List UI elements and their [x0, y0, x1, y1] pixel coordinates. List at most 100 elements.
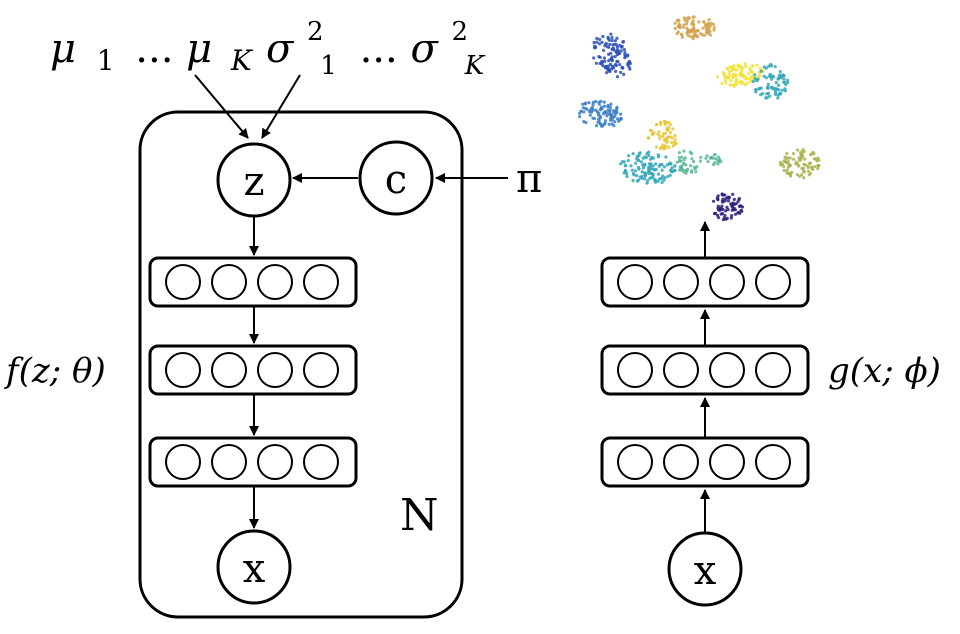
embedding-point: [771, 87, 775, 91]
embedding-point: [796, 162, 800, 166]
embedding-point: [713, 153, 717, 157]
neuron: [257, 264, 293, 300]
embedding-point: [782, 80, 786, 84]
embedding-point: [755, 63, 759, 67]
embedding-point: [595, 36, 599, 41]
embedding-point: [635, 174, 639, 178]
embedding-point: [636, 165, 641, 170]
embedding-point: [685, 26, 689, 30]
embedding-point: [598, 55, 602, 60]
embedding-point: [615, 53, 620, 57]
embedding-point: [724, 81, 728, 85]
embedding-point: [688, 150, 692, 154]
embedding-point: [788, 164, 792, 168]
embedding-point: [765, 92, 769, 96]
embedding-point: [609, 32, 613, 36]
embedding-point: [662, 147, 666, 151]
neuron: [211, 444, 247, 480]
embedding-point: [620, 160, 625, 164]
embedding-point: [582, 110, 586, 114]
embedding-point: [607, 122, 611, 126]
embedding-point: [713, 157, 718, 161]
embedding-point: [673, 164, 677, 168]
embedding-point: [634, 169, 638, 173]
embedding-point: [654, 162, 658, 166]
embedding-point: [673, 169, 677, 173]
neuron: [709, 352, 745, 388]
embedding-point: [751, 79, 755, 84]
embedding-point: [640, 170, 644, 174]
embedding-point: [740, 68, 744, 72]
embedding-point: [680, 168, 684, 172]
embedding-point: [666, 128, 670, 132]
embedding-point: [757, 87, 762, 91]
embedding-point: [690, 157, 694, 161]
embedding-point: [653, 180, 658, 184]
embedding-point: [623, 164, 627, 168]
embedding-point: [734, 82, 739, 86]
embedding-point: [780, 76, 784, 80]
embedding-point: [764, 96, 768, 100]
embedding-point: [737, 65, 741, 69]
embedding-point: [712, 162, 716, 167]
embedding-point: [588, 113, 592, 117]
embedding-point: [751, 71, 755, 75]
embedding-point: [723, 78, 728, 82]
embedding-point: [651, 132, 655, 136]
embedding-point: [609, 102, 613, 106]
embedding-point: [738, 204, 742, 208]
embedding-point: [684, 168, 688, 172]
embedding-point: [649, 167, 653, 171]
neuron: [303, 264, 339, 300]
embedding-point: [682, 161, 686, 166]
embedding-point: [653, 168, 657, 172]
embedding-point: [721, 71, 725, 75]
neuron: [211, 352, 247, 388]
embedding-point: [615, 45, 620, 49]
embedding-point: [782, 168, 786, 173]
embedding-point: [731, 192, 735, 196]
embedding-point: [692, 29, 696, 33]
embedding-point: [723, 213, 727, 218]
generative-model: μ 1 ... μ K σ 2 1 ... σ 2 K N z c: [3, 17, 542, 619]
embedding-point: [595, 124, 599, 128]
embedding-point: [649, 129, 654, 133]
embedding-point: [623, 51, 627, 55]
embedding-point: [651, 164, 655, 168]
embedding-point: [647, 162, 651, 166]
embedding-point: [657, 130, 661, 134]
neuron: [257, 444, 293, 480]
embedding-point: [673, 137, 677, 142]
embedding-point: [592, 40, 596, 45]
neuron: [617, 352, 653, 388]
latent-node-z-label: z: [243, 159, 264, 205]
embedding-point: [703, 24, 708, 28]
neuron: [663, 444, 699, 480]
embedding-point: [721, 197, 725, 201]
embedding-point: [610, 36, 614, 40]
embedding-point: [643, 174, 648, 178]
embedding-point: [682, 16, 686, 20]
embedding-point: [673, 134, 677, 138]
embedding-point: [802, 176, 806, 180]
embedding-point: [780, 88, 784, 92]
embedding-point: [680, 35, 685, 40]
embedding-point: [603, 44, 607, 48]
embedding-point: [593, 46, 597, 50]
embedding-point: [609, 57, 614, 61]
embedding-point: [662, 178, 666, 182]
embedding-point: [677, 151, 682, 155]
neuron: [165, 264, 201, 300]
embedding-point: [606, 103, 610, 108]
decoder-layer-2: [148, 344, 358, 396]
neuron: [165, 444, 201, 480]
embedding-point: [660, 168, 664, 172]
embedding-point: [719, 212, 723, 216]
embedding-point: [744, 64, 748, 68]
embedding-point: [770, 77, 774, 81]
embedding-point: [663, 121, 667, 125]
embedding-point: [696, 29, 700, 33]
embedding-point: [613, 62, 618, 67]
embedding-point: [766, 82, 771, 86]
